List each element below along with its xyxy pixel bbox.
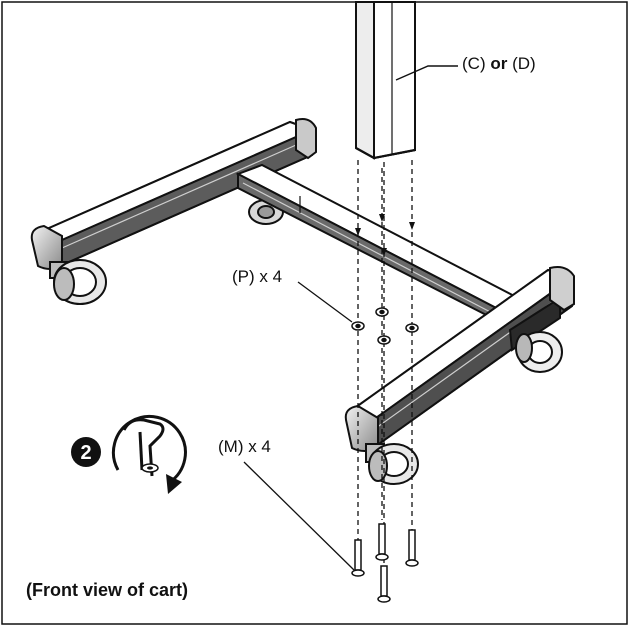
screws-leader-line — [243, 461, 355, 571]
washer-4 — [377, 335, 391, 345]
washer-2 — [375, 307, 389, 317]
washers-leader-line — [297, 281, 353, 323]
post-leader-line — [395, 65, 458, 81]
washer-1 — [351, 321, 365, 331]
screw-2 — [375, 523, 389, 561]
right-side-beam — [344, 266, 575, 452]
caster-back-right — [515, 331, 563, 373]
washer-3 — [405, 323, 419, 333]
washers-p — [351, 307, 419, 345]
insert-arrows — [355, 214, 415, 256]
svg-text:2: 2 — [80, 442, 91, 464]
screws-label: (M) x 4 — [218, 437, 271, 456]
caster-front-left — [49, 259, 107, 305]
caption: (Front view of cart) — [26, 580, 188, 600]
screw-1 — [351, 539, 365, 577]
screws-m — [351, 523, 419, 603]
rear-crossbar — [235, 163, 525, 324]
screw-3 — [405, 529, 419, 567]
left-side-beam — [30, 118, 317, 270]
washers-label: (P) x 4 — [232, 267, 282, 286]
cart-base — [30, 118, 575, 485]
post-c-or-d — [355, 1, 416, 160]
allen-wrench-rotate-icon — [111, 414, 187, 494]
step-number-badge-icon: 2 — [71, 437, 101, 467]
caster-front-right — [365, 443, 419, 485]
screw-4 — [377, 565, 391, 603]
post-label: (C) or (D) — [462, 54, 536, 73]
